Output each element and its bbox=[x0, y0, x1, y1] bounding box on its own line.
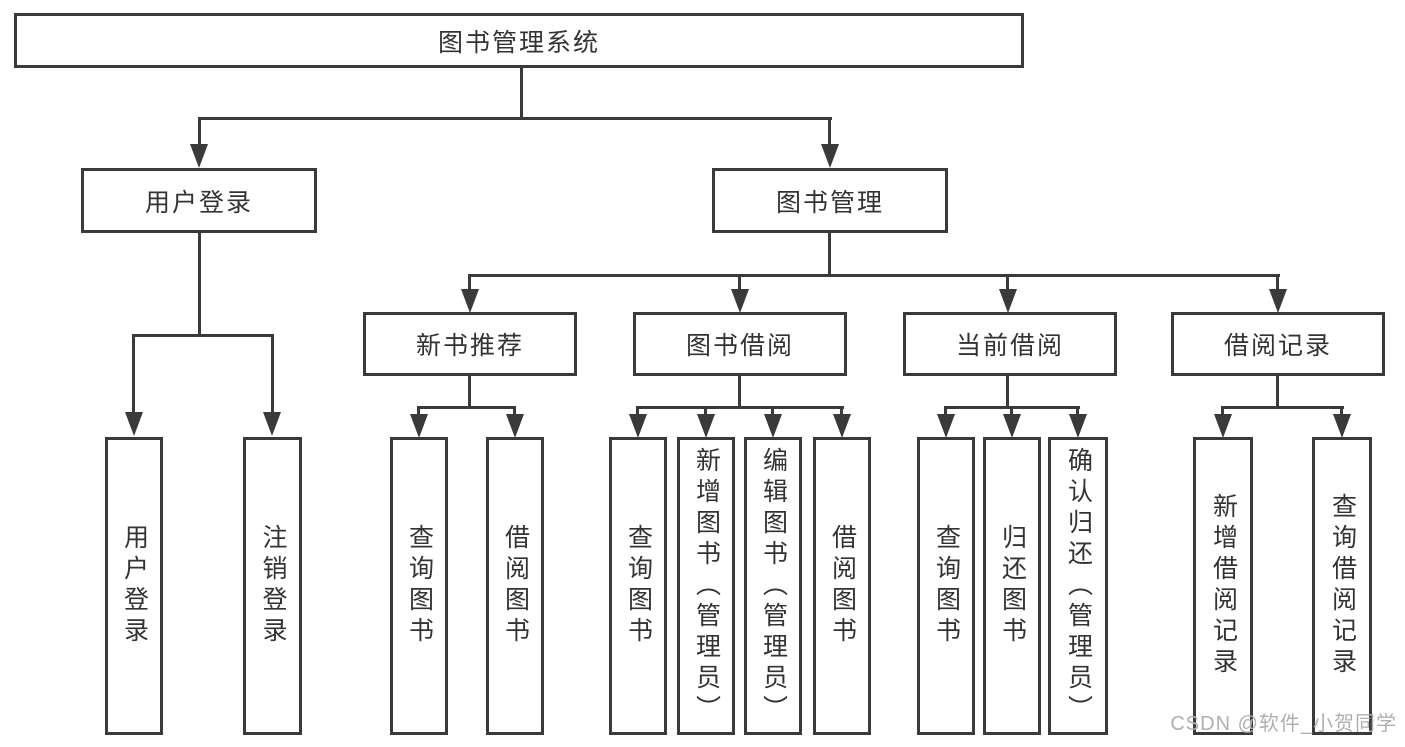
arrow-down-icon bbox=[125, 412, 143, 436]
leaf-query-books-1: 查询图书 bbox=[390, 437, 448, 735]
arrow-down-icon bbox=[1069, 414, 1087, 438]
leaf-query-books-1-label: 查询图书 bbox=[405, 524, 434, 648]
node-new-book-recommend-label: 新书推荐 bbox=[415, 332, 524, 360]
connector-drop-line bbox=[636, 406, 639, 416]
arrow-down-icon bbox=[821, 144, 839, 168]
node-borrow-records-label: 借阅记录 bbox=[1223, 332, 1332, 360]
node-user-login-label: 用户登录 bbox=[144, 188, 253, 217]
connector-user-login-stem bbox=[198, 233, 201, 337]
arrow-down-icon bbox=[1214, 414, 1232, 438]
leaf-borrow-books-1-label: 借阅图书 bbox=[501, 524, 530, 648]
connector-drop-line bbox=[1221, 406, 1224, 416]
connector-borrow-record-bar bbox=[1221, 406, 1344, 409]
node-current-borrowing: 当前借阅 bbox=[903, 312, 1117, 376]
node-new-book-recommend: 新书推荐 bbox=[363, 312, 577, 376]
arrow-down-icon bbox=[833, 414, 851, 438]
arrow-down-icon bbox=[937, 414, 955, 438]
node-book-borrowing-label: 图书借阅 bbox=[685, 332, 794, 360]
leaf-add-book-admin: 新增图书（管理员） bbox=[677, 437, 735, 735]
leaf-borrow-books-2-label: 借阅图书 bbox=[828, 524, 857, 648]
connector-drop-line bbox=[828, 117, 831, 145]
leaf-user-login-label: 用户登录 bbox=[120, 524, 149, 648]
connector-book-borrow-stem bbox=[738, 375, 741, 409]
connector-drop-line bbox=[1010, 406, 1013, 416]
connector-drop-line bbox=[1076, 406, 1079, 416]
connector-new-book-bar bbox=[417, 406, 516, 409]
connector-drop-line bbox=[513, 406, 516, 416]
leaf-query-books-3: 查询图书 bbox=[917, 437, 975, 735]
connector-drop-line bbox=[1006, 274, 1009, 292]
leaf-confirm-return-admin: 确认归还（管理员） bbox=[1048, 437, 1108, 735]
leaf-logout-label: 注销登录 bbox=[259, 524, 287, 648]
node-book-borrowing: 图书借阅 bbox=[633, 312, 847, 376]
connector-user-login-bar bbox=[132, 334, 274, 337]
arrow-down-icon bbox=[410, 414, 428, 438]
leaf-edit-book-admin: 编辑图书（管理员） bbox=[744, 437, 802, 735]
leaf-user-login: 用户登录 bbox=[105, 437, 163, 735]
connector-drop-line bbox=[132, 334, 135, 414]
connector-book-mgmt-bar bbox=[468, 274, 1280, 277]
leaf-edit-book-admin-label: 编辑图书（管理员） bbox=[759, 446, 788, 726]
connector-new-book-stem bbox=[468, 375, 471, 409]
leaf-query-borrow-record: 查询借阅记录 bbox=[1312, 437, 1372, 735]
leaf-confirm-return-admin-label: 确认归还（管理员） bbox=[1064, 446, 1093, 726]
node-user-login: 用户登录 bbox=[81, 168, 317, 233]
connector-book-borrow-bar bbox=[636, 406, 844, 409]
connector-drop-line bbox=[738, 274, 741, 292]
connector-drop-line bbox=[840, 406, 843, 416]
leaf-query-books-2: 查询图书 bbox=[609, 437, 667, 735]
leaf-return-book: 归还图书 bbox=[983, 437, 1041, 735]
arrow-down-icon bbox=[506, 414, 524, 438]
connector-drop-line bbox=[1276, 274, 1279, 292]
connector-root-stem bbox=[520, 68, 523, 120]
connector-drop-line bbox=[771, 406, 774, 416]
connector-drop-line bbox=[271, 334, 274, 414]
arrow-down-icon bbox=[1269, 289, 1287, 313]
node-root-system: 图书管理系统 bbox=[14, 13, 1024, 68]
leaf-borrow-books-2: 借阅图书 bbox=[813, 437, 871, 735]
leaf-query-books-2-label: 查询图书 bbox=[624, 524, 653, 648]
arrow-down-icon bbox=[697, 414, 715, 438]
leaf-add-borrow-record-label: 新增借阅记录 bbox=[1209, 493, 1238, 679]
arrow-down-icon bbox=[764, 414, 782, 438]
connector-drop-line bbox=[468, 274, 471, 292]
leaf-logout: 注销登录 bbox=[243, 437, 302, 735]
connector-drop-line bbox=[704, 406, 707, 416]
connector-drop-line bbox=[198, 117, 201, 145]
arrow-down-icon bbox=[1333, 414, 1351, 438]
connector-root-bar bbox=[198, 117, 832, 120]
node-current-borrowing-label: 当前借阅 bbox=[955, 332, 1064, 360]
csdn-watermark: CSDN @软件_小贺同学 bbox=[1170, 713, 1397, 735]
leaf-add-book-admin-label: 新增图书（管理员） bbox=[692, 446, 721, 726]
connector-drop-line bbox=[1340, 406, 1343, 416]
leaf-query-borrow-record-label: 查询借阅记录 bbox=[1328, 493, 1357, 679]
leaf-return-book-label: 归还图书 bbox=[998, 524, 1027, 648]
arrow-down-icon bbox=[999, 289, 1017, 313]
connector-borrow-record-stem bbox=[1276, 375, 1279, 409]
node-root-label: 图书管理系统 bbox=[437, 28, 600, 57]
arrow-down-icon bbox=[629, 414, 647, 438]
connector-drop-line bbox=[417, 406, 420, 416]
connector-drop-line bbox=[944, 406, 947, 416]
leaf-query-books-3-label: 查询图书 bbox=[932, 524, 961, 648]
connector-book-mgmt-stem bbox=[828, 233, 831, 277]
arrow-down-icon bbox=[461, 289, 479, 313]
node-borrow-records: 借阅记录 bbox=[1171, 312, 1385, 376]
node-book-management: 图书管理 bbox=[712, 168, 948, 233]
leaf-add-borrow-record: 新增借阅记录 bbox=[1193, 437, 1253, 735]
arrow-down-icon bbox=[731, 289, 749, 313]
node-book-management-label: 图书管理 bbox=[775, 188, 884, 217]
connector-current-borrow-stem bbox=[1006, 375, 1009, 409]
leaf-borrow-books-1: 借阅图书 bbox=[486, 437, 544, 735]
arrow-down-icon bbox=[1003, 414, 1021, 438]
arrow-down-icon bbox=[263, 412, 281, 436]
arrow-down-icon bbox=[190, 144, 208, 168]
